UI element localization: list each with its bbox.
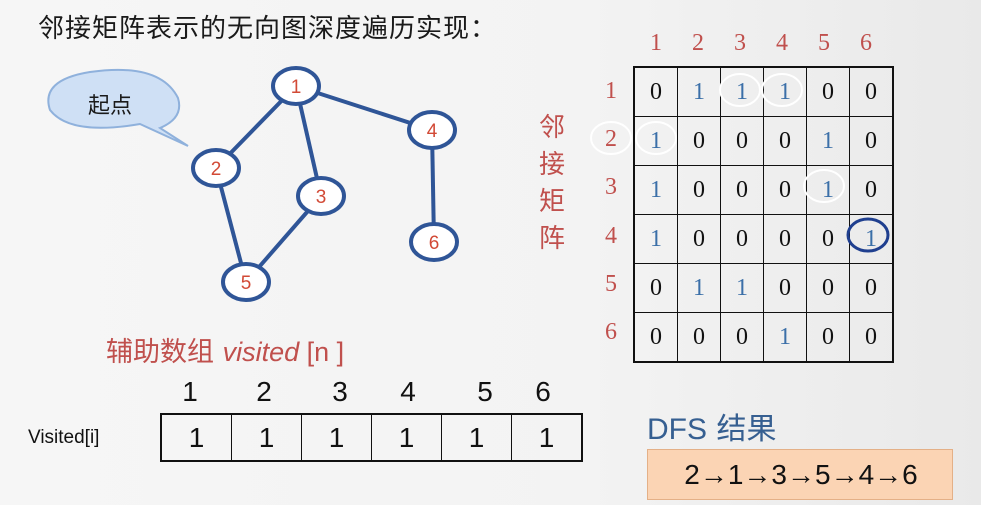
visited-cell: 1 xyxy=(511,413,583,462)
node-label: 4 xyxy=(427,121,438,142)
matrix-cell: 0 xyxy=(677,165,721,215)
graph-node-3: 3 xyxy=(296,176,346,216)
matrix-cell: 0 xyxy=(849,66,894,117)
dfs-result-text: 2→1→3→5→4→6 xyxy=(684,459,918,490)
visited-col-header: 1 xyxy=(182,376,198,407)
callout-bubble: 起点 xyxy=(47,68,189,147)
matrix-cell: 1 xyxy=(806,165,850,215)
matrix-col-header: 3 xyxy=(734,30,746,56)
matrix-cell: 1 xyxy=(633,214,678,264)
matrix-cell: 1 xyxy=(677,263,721,313)
graph-node-6: 6 xyxy=(409,222,459,262)
visited-col-header: 3 xyxy=(332,376,348,407)
matrix-cell: 0 xyxy=(720,116,764,166)
matrix-cell: 1 xyxy=(806,116,850,166)
graph-diagram: 起点 1 2 3 4 5 6 xyxy=(47,66,459,302)
matrix-cell: 1 xyxy=(720,66,764,117)
matrix-cell: 1 xyxy=(633,116,678,166)
matrix-cell: 0 xyxy=(806,263,850,313)
page-title: 邻接矩阵表示的无向图深度遍历实现： xyxy=(38,14,498,44)
visited-col-header: 2 xyxy=(256,376,272,407)
matrix-cell: 1 xyxy=(720,263,764,313)
matrix-col-header: 6 xyxy=(860,30,872,56)
dfs-result-title: DFS 结果 xyxy=(647,404,777,448)
matrix-cell: 1 xyxy=(677,66,721,117)
matrix-cell: 0 xyxy=(806,312,850,363)
matrix-col-header: 2 xyxy=(692,30,704,56)
matrix-cell: 0 xyxy=(849,312,894,363)
matrix-row-header: 5 xyxy=(605,271,617,297)
matrix-cell: 0 xyxy=(849,116,894,166)
matrix-col-header: 1 xyxy=(650,30,662,56)
matrix-cell: 0 xyxy=(806,214,850,264)
matrix-cell: 1 xyxy=(763,312,807,363)
graph-node-2: 2 xyxy=(191,148,241,188)
matrix-cell: 0 xyxy=(633,312,678,363)
matrix-col-header: 4 xyxy=(776,30,788,56)
matrix-cell: 0 xyxy=(763,165,807,215)
matrix-cell: 0 xyxy=(763,116,807,166)
visited-col-header: 5 xyxy=(477,376,493,407)
aux-title-var: visited xyxy=(222,337,300,367)
aux-title-bracket: [n ] xyxy=(299,337,345,367)
visited-cell: 1 xyxy=(441,413,512,462)
node-label: 1 xyxy=(291,77,302,98)
matrix-cell: 0 xyxy=(677,214,721,264)
matrix-side-label: 邻接矩阵 xyxy=(538,113,565,254)
visited-col-header: 4 xyxy=(400,376,416,407)
matrix-cell: 0 xyxy=(677,312,721,363)
dfs-title-latin: DFS xyxy=(647,413,707,446)
aux-title-cn: 辅助数组 xyxy=(106,337,223,368)
matrix-row-header: 3 xyxy=(605,174,617,200)
visited-col-header: 6 xyxy=(535,376,551,407)
matrix-cell: 0 xyxy=(633,66,678,117)
matrix-row-header: 2 xyxy=(605,126,617,152)
matrix-cell: 0 xyxy=(849,263,894,313)
node-label: 5 xyxy=(241,273,252,294)
matrix-row-header: 6 xyxy=(605,319,617,345)
visited-cell: 1 xyxy=(160,413,232,462)
matrix-cell: 0 xyxy=(720,312,764,363)
visited-cell: 1 xyxy=(301,413,372,462)
callout-label: 起点 xyxy=(88,94,132,119)
matrix-row-header: 4 xyxy=(605,223,617,249)
matrix-cell: 0 xyxy=(720,214,764,264)
node-label: 6 xyxy=(429,233,440,254)
matrix-cell: 1 xyxy=(633,165,678,215)
matrix-col-header: 5 xyxy=(818,30,830,56)
dfs-title-cn: 结果 xyxy=(707,412,777,447)
graph-node-1: 1 xyxy=(271,66,321,106)
aux-array-title: 辅助数组 visited [n ] xyxy=(106,330,344,369)
matrix-cell: 0 xyxy=(763,214,807,264)
matrix-cell: 0 xyxy=(763,263,807,313)
dfs-result-box: 2→1→3→5→4→6 xyxy=(647,449,953,500)
visited-cell: 1 xyxy=(371,413,442,462)
matrix-cell: 0 xyxy=(849,165,894,215)
matrix-cell: 1 xyxy=(763,66,807,117)
node-label: 2 xyxy=(211,159,222,180)
visited-cell: 1 xyxy=(231,413,302,462)
visited-row-label: Visited[i] xyxy=(28,427,100,448)
graph-node-4: 4 xyxy=(407,110,457,150)
matrix-row-header: 1 xyxy=(605,78,617,104)
visited-array: 1 1 1 1 1 1 xyxy=(160,413,583,462)
matrix-cell: 0 xyxy=(677,116,721,166)
node-label: 3 xyxy=(316,187,327,208)
matrix-cell: 0 xyxy=(720,165,764,215)
graph-node-5: 5 xyxy=(221,262,271,302)
matrix-cell: 1 xyxy=(849,214,894,264)
matrix-cell: 0 xyxy=(633,263,678,313)
matrix-cell: 0 xyxy=(806,66,850,117)
